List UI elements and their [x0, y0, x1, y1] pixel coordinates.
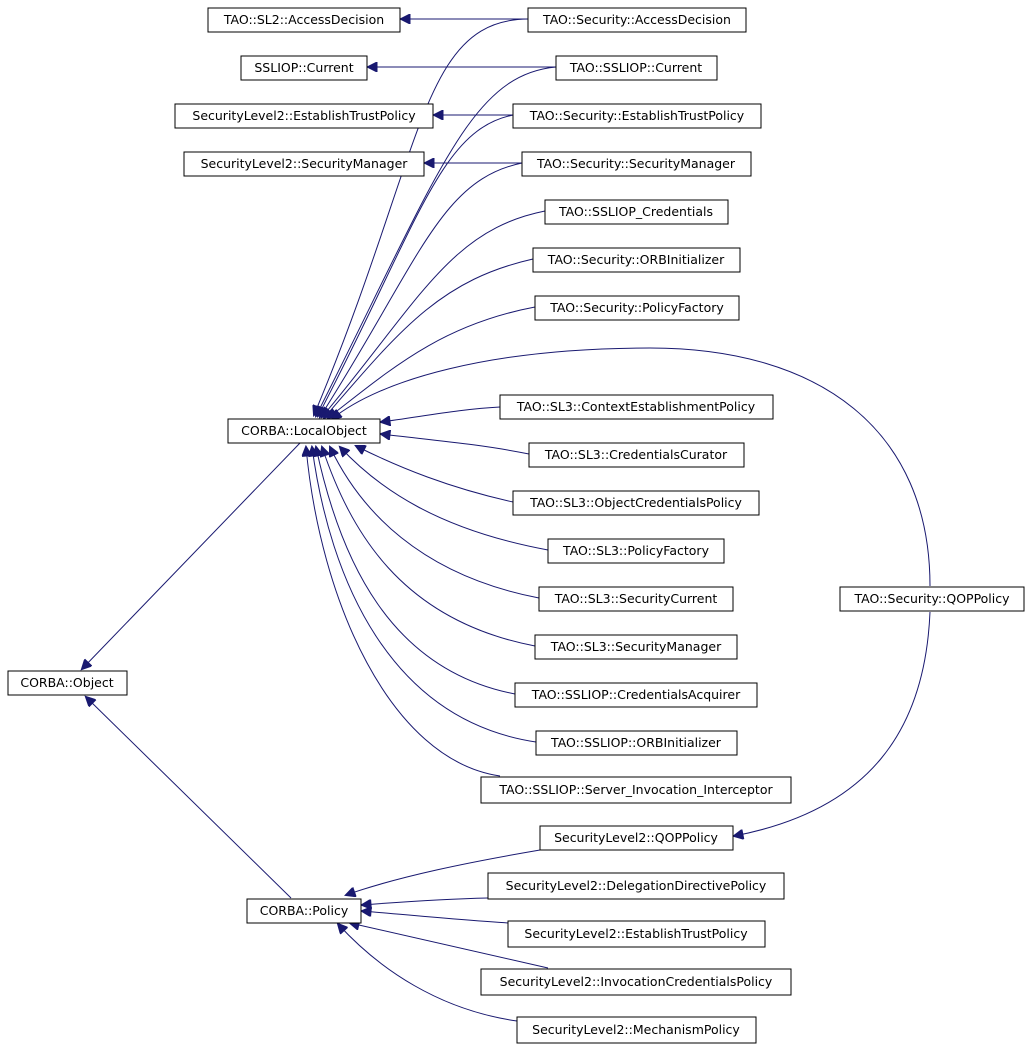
class-node-label: SecurityLevel2::DelegationDirectivePolic…	[506, 878, 767, 893]
edge-sl2-invocation-credentials-to-corba-policy	[350, 923, 549, 969]
edge-security-establish-trust-to-local-object	[318, 114, 514, 416]
edge-security-qop-policy-to-sl2-qop-policy	[734, 611, 931, 836]
class-node-label: TAO::SSLIOP::ORBInitializer	[550, 735, 722, 750]
class-node[interactable]: SecurityLevel2::EstablishTrustPolicy	[174, 103, 434, 129]
class-node[interactable]: TAO::Security::ORBInitializer	[532, 247, 741, 273]
class-node-label: CORBA::LocalObject	[241, 423, 367, 438]
class-node-label: CORBA::Policy	[260, 903, 349, 918]
class-node[interactable]: SecurityLevel2::MechanismPolicy	[516, 1016, 757, 1044]
edge-sl3-security-manager-to-local-object	[322, 447, 536, 647]
class-node-label: TAO::SSLIOP_Credentials	[558, 204, 713, 219]
edge-sl3-security-current-to-local-object	[330, 447, 540, 599]
class-node-label: SecurityLevel2::SecurityManager	[201, 156, 409, 171]
class-node-label: TAO::SSLIOP::CredentialsAcquirer	[531, 687, 741, 702]
class-node[interactable]: TAO::SSLIOP::CredentialsAcquirer	[514, 682, 758, 708]
edges	[82, 19, 931, 1022]
class-node-label: CORBA::Object	[20, 675, 113, 690]
edge-sl3-policy-factory-to-local-object	[340, 447, 549, 551]
edge-sl3-context-establishment-to-local-object	[381, 406, 501, 422]
edge-sl3-credentials-curator-to-local-object	[381, 434, 530, 455]
edge-local-object-to-corba-object	[82, 442, 301, 669]
class-node-label: TAO::Security::AccessDecision	[542, 12, 731, 27]
class-node-label: SecurityLevel2::QOPPolicy	[554, 830, 718, 845]
edge-sl3-object-credentials-to-local-object	[356, 446, 514, 503]
class-node[interactable]: SecurityLevel2::InvocationCredentialsPol…	[480, 968, 792, 996]
class-node[interactable]: TAO::SSLIOP_Credentials	[544, 199, 729, 225]
nodes: TAO::SL2::AccessDecision TAO::Security::…	[7, 7, 1025, 1044]
class-node-label: SecurityLevel2::EstablishTrustPolicy	[524, 926, 748, 941]
edge-sl2-mechanism-policy-to-corba-policy	[338, 924, 518, 1022]
class-node[interactable]: TAO::Security::PolicyFactory	[534, 295, 740, 321]
class-node[interactable]: CORBA::LocalObject	[227, 418, 381, 444]
class-node-label: SecurityLevel2::MechanismPolicy	[532, 1022, 740, 1037]
class-node-label: SSLIOP::Current	[254, 60, 353, 75]
class-node[interactable]: CORBA::Object	[7, 670, 128, 696]
class-node-label: TAO::SL3::CredentialsCurator	[544, 447, 728, 462]
edge-ssliop-credentials-to-local-object	[322, 210, 546, 417]
class-node-label: TAO::SL2::AccessDecision	[223, 12, 384, 27]
class-node[interactable]: SecurityLevel2::DelegationDirectivePolic…	[487, 872, 785, 900]
class-node-label: TAO::Security::QOPPolicy	[853, 591, 1010, 606]
class-node-label: TAO::Security::EstablishTrustPolicy	[529, 108, 745, 123]
class-node-label: SecurityLevel2::InvocationCredentialsPol…	[500, 974, 773, 989]
class-node[interactable]: TAO::SL2::AccessDecision	[207, 7, 401, 33]
class-node-label: TAO::SSLIOP::Server_Invocation_Intercept…	[498, 782, 773, 797]
class-node[interactable]: TAO::SSLIOP::Current	[555, 55, 718, 81]
class-node[interactable]: SecurityLevel2::EstablishTrustPolicy	[507, 920, 766, 948]
class-node-label: TAO::Security::PolicyFactory	[549, 300, 724, 315]
edge-tao-ssliop-current-to-local-object	[316, 66, 557, 416]
edge-sl2-establish-trust-2-to-corba-policy	[362, 911, 509, 924]
class-node[interactable]: SecurityLevel2::QOPPolicy	[539, 825, 734, 851]
class-node-label: TAO::SL3::ContextEstablishmentPolicy	[516, 399, 756, 414]
class-node[interactable]: TAO::SL3::ObjectCredentialsPolicy	[512, 490, 760, 516]
class-node[interactable]: CORBA::Policy	[246, 898, 362, 924]
edge-ssliop-orb-initializer-to-local-object	[312, 447, 537, 743]
class-node[interactable]: TAO::Security::EstablishTrustPolicy	[512, 103, 762, 129]
class-node[interactable]: TAO::SL3::PolicyFactory	[547, 538, 725, 564]
class-node[interactable]: TAO::Security::SecurityManager	[521, 151, 752, 177]
class-node[interactable]: TAO::SSLIOP::Server_Invocation_Intercept…	[480, 776, 792, 804]
class-node[interactable]: TAO::Security::QOPPolicy	[839, 586, 1025, 612]
class-node-label: TAO::SL3::SecurityCurrent	[554, 591, 718, 606]
edge-security-qop-policy-to-local-object	[332, 347, 931, 587]
edge-security-policy-factory-to-local-object	[328, 306, 536, 418]
class-node-label: TAO::SL3::SecurityManager	[550, 639, 722, 654]
class-node[interactable]: TAO::SL3::CredentialsCurator	[528, 442, 745, 468]
edge-ssliop-server-interceptor-to-local-object	[306, 447, 501, 777]
edge-sl2-qop-policy-to-corba-policy	[346, 849, 541, 895]
class-node[interactable]: TAO::Security::AccessDecision	[527, 7, 747, 33]
class-node[interactable]: TAO::SSLIOP::ORBInitializer	[535, 730, 738, 756]
class-node-label: TAO::Security::SecurityManager	[536, 156, 736, 171]
edge-security-orb-initializer-to-local-object	[324, 258, 534, 418]
class-node[interactable]: SecurityLevel2::SecurityManager	[183, 151, 425, 177]
class-node[interactable]: TAO::SL3::ContextEstablishmentPolicy	[499, 394, 774, 420]
class-node-label: TAO::SSLIOP::Current	[569, 60, 702, 75]
class-node-label: TAO::SL3::ObjectCredentialsPolicy	[529, 495, 742, 510]
edge-corba-policy-to-corba-object	[86, 697, 292, 899]
class-node-label: SecurityLevel2::EstablishTrustPolicy	[192, 108, 416, 123]
class-node-label: TAO::Security::ORBInitializer	[547, 252, 725, 267]
class-node[interactable]: TAO::SL3::SecurityCurrent	[538, 586, 734, 612]
edge-sl2-delegation-directive-to-corba-policy	[362, 897, 489, 905]
class-node[interactable]: TAO::SL3::SecurityManager	[534, 634, 738, 660]
edge-security-security-manager-to-local-object	[320, 162, 523, 417]
class-node[interactable]: SSLIOP::Current	[240, 55, 368, 81]
class-node-label: TAO::SL3::PolicyFactory	[562, 543, 710, 558]
edge-ssliop-credentials-acquirer-to-local-object	[316, 447, 516, 695]
